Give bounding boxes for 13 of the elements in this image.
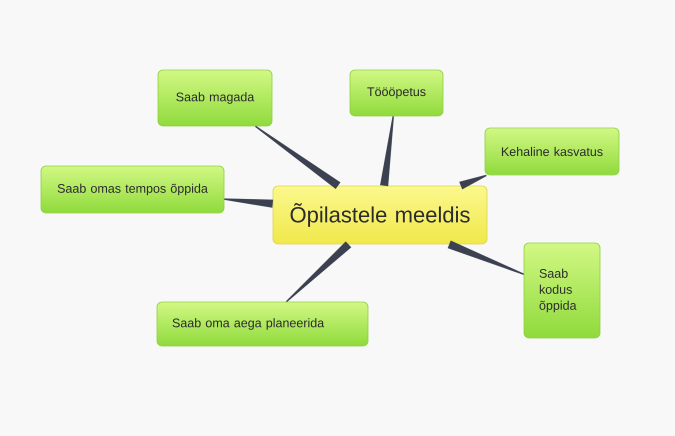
connector: [286, 241, 352, 302]
connector: [459, 174, 487, 190]
topic-box: Saab omas tempos õppida: [40, 166, 224, 214]
connector: [224, 198, 274, 208]
topic-box: Saab kodus õppida: [524, 242, 600, 338]
topic-box: Saab magada: [158, 70, 272, 126]
connector: [255, 126, 340, 189]
connector: [380, 116, 394, 186]
connector: [448, 240, 524, 275]
topic-box: Töööpetus: [350, 70, 444, 116]
topic-box: Kehaline kasvatus: [484, 128, 620, 176]
topic-box: Saab oma aega planeerida: [156, 302, 368, 346]
central-topic-box: Õpilastele meeldis: [272, 186, 488, 244]
